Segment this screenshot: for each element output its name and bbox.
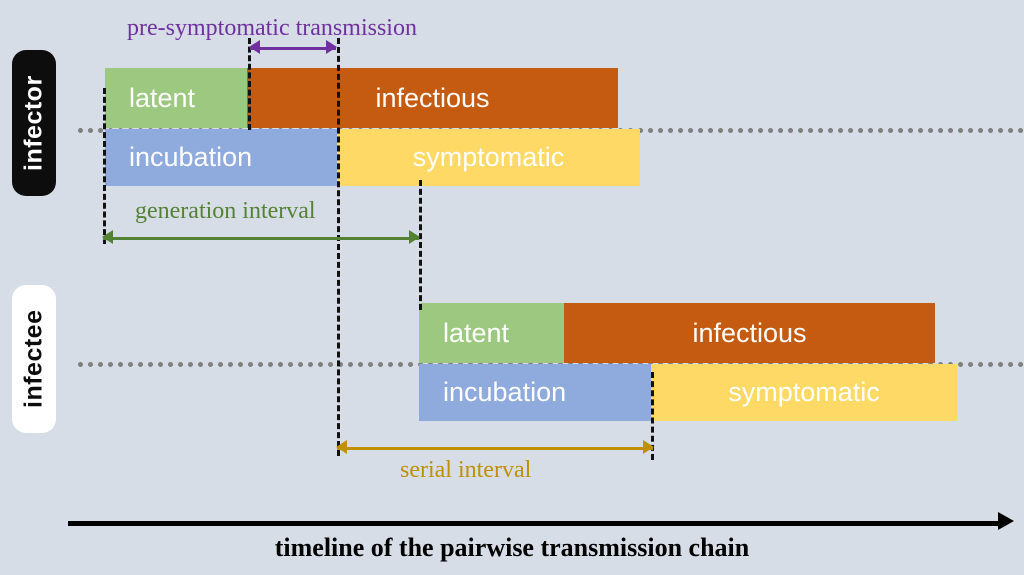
infectee-bar-incubation: incubation (419, 364, 651, 421)
infectee-bar-infectious: infectious (564, 303, 935, 363)
role-label-infector-text: infector (19, 75, 48, 171)
arrow-head-right (409, 230, 420, 244)
infector-bar-incubation-label: incubation (129, 142, 253, 172)
timeline-shaft (68, 521, 1000, 526)
guide-infector-symptom-onset (337, 38, 340, 456)
arrow-head-left (336, 440, 347, 454)
guide-infectee-infection (419, 180, 422, 310)
role-label-infectee-text: infectee (19, 309, 48, 409)
infector-bar-symptomatic-label: symptomatic (412, 142, 565, 172)
infector-bar-infectious-label: infectious (375, 82, 490, 113)
infector-bar-incubation: incubation (105, 129, 337, 186)
timeline-arrow-head (998, 512, 1014, 530)
infectee-bar-infectious-label: infectious (692, 317, 807, 348)
arrow-shaft (103, 237, 419, 240)
guide-infector-infection (103, 88, 106, 244)
infector-bar-latent: latent (105, 68, 247, 128)
generation-interval-label: generation interval (135, 198, 316, 224)
arrow-head-left (102, 230, 113, 244)
guide-infectee-symptom-onset (651, 372, 654, 460)
arrow-head-right (326, 40, 337, 54)
guide-infector-infectiousness-onset (248, 38, 251, 130)
infectee-bar-symptomatic: symptomatic (651, 364, 957, 421)
infector-bar-infectious: infectious (247, 68, 618, 128)
arrow-head-left (249, 40, 260, 54)
infectee-bar-latent: latent (419, 303, 564, 363)
infector-bar-latent-label: latent (129, 82, 196, 113)
infectee-bar-incubation-label: incubation (443, 377, 567, 407)
infectee-bar-latent-label: latent (443, 317, 510, 348)
timeline-caption: timeline of the pairwise transmission ch… (274, 533, 750, 562)
infector-bar-symptomatic: symptomatic (337, 129, 640, 186)
infectee-bar-symptomatic-label: symptomatic (728, 377, 880, 407)
pre-symptomatic-transmission-label: pre-symptomatic transmission (127, 15, 417, 41)
serial-interval-label: serial interval (400, 457, 532, 483)
arrow-head-right (643, 440, 654, 454)
arrow-shaft (250, 47, 336, 50)
role-label-infector: infector (12, 50, 56, 196)
role-label-infectee: infectee (12, 285, 56, 433)
arrow-shaft (337, 447, 653, 450)
